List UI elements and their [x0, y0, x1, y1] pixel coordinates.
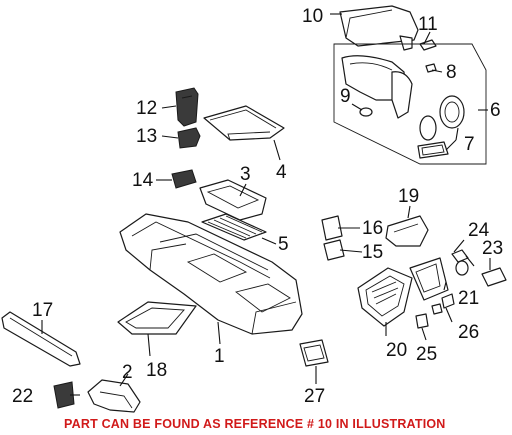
part-21-vent-frame — [409, 257, 449, 301]
callout-numbers: 10 11 8 6 9 7 12 13 4 14 3 5 19 16 15 24… — [12, 6, 503, 407]
part-18-bezel — [117, 301, 197, 335]
part-10-armrest-lid — [339, 5, 419, 51]
callout-22: 22 — [12, 386, 33, 407]
part-23-power-socket — [455, 260, 507, 287]
callout-7: 7 — [464, 134, 475, 155]
part-24-lamp — [451, 249, 475, 267]
part-25-switch — [415, 313, 429, 329]
part-17-trim-strip — [1, 311, 81, 367]
callout-2: 2 — [122, 362, 133, 383]
part-12-bracket — [175, 87, 199, 127]
callout-25: 25 — [416, 344, 437, 365]
part-22-vent — [53, 381, 75, 409]
part-5-grille — [201, 213, 267, 241]
callout-15: 15 — [362, 242, 383, 263]
callout-12: 12 — [136, 98, 157, 119]
part-20-vent-housing — [357, 267, 413, 327]
callout-3: 3 — [240, 164, 251, 185]
callout-4: 4 — [276, 162, 287, 183]
part-14-switch — [171, 169, 197, 189]
callout-16: 16 — [362, 218, 383, 239]
part-19-duct — [385, 215, 429, 247]
callout-11: 11 — [418, 14, 438, 35]
part-2-bracket — [87, 379, 141, 413]
part-4-tray — [203, 105, 285, 141]
footer-note: PART CAN BE FOUND AS REFERENCE # 10 IN I… — [64, 417, 446, 431]
callout-5: 5 — [278, 234, 289, 255]
callout-18: 18 — [146, 360, 167, 381]
callout-20: 20 — [386, 340, 407, 361]
callout-21: 21 — [458, 288, 479, 309]
part-26-switch — [431, 293, 455, 315]
callout-13: 13 — [136, 126, 157, 147]
part-1-console-body — [119, 213, 303, 335]
callout-8: 8 — [446, 62, 457, 83]
callout-24: 24 — [468, 220, 490, 241]
callout-1: 1 — [214, 346, 225, 367]
callout-23: 23 — [482, 238, 503, 259]
callout-26: 26 — [458, 322, 479, 343]
part-16-switch — [321, 215, 343, 241]
part-13-switch — [177, 127, 201, 149]
callout-14: 14 — [132, 170, 154, 191]
callout-6: 6 — [490, 100, 501, 121]
callout-19: 19 — [398, 186, 419, 207]
part-15-switch — [323, 239, 345, 261]
callout-10: 10 — [302, 6, 323, 27]
callout-27: 27 — [304, 386, 325, 407]
leader-lines — [41, 13, 491, 396]
callout-9: 9 — [340, 86, 351, 107]
part-11-clip — [419, 39, 437, 51]
callout-17: 17 — [32, 300, 53, 321]
part-6-armrest-assembly — [333, 43, 487, 165]
part-3-storage-bin — [199, 179, 267, 221]
part-27-module — [299, 339, 329, 367]
